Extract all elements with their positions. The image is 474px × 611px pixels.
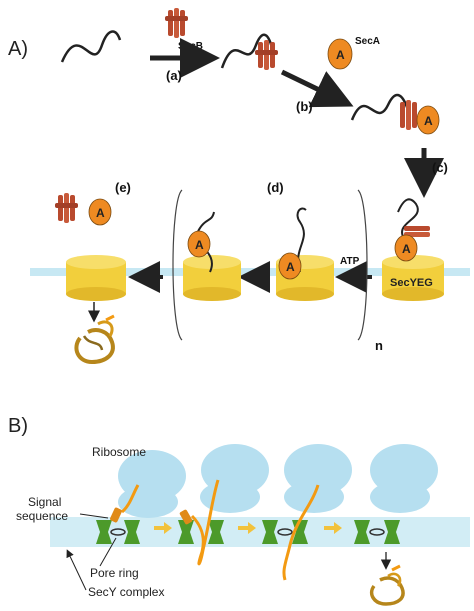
- folded-protein-b: [369, 564, 405, 606]
- secb-bound: [255, 40, 278, 70]
- seca-at-channel: [394, 234, 418, 262]
- step-e-label: (e): [115, 180, 131, 195]
- atp-label: ATP: [340, 256, 360, 267]
- seca-complex-letter: A: [424, 114, 433, 128]
- folded-protein-a: [74, 314, 115, 365]
- preprotein-secb-seca: [350, 93, 410, 121]
- seca-d1: [187, 230, 211, 258]
- repeat-bracket-left: [172, 189, 183, 341]
- secb-complex: [400, 100, 417, 130]
- step-a-label: (a): [166, 68, 182, 83]
- preprotein-d2: [296, 207, 307, 273]
- signal-sequence-1: [110, 507, 122, 523]
- secy-complex-leader: [66, 549, 87, 591]
- pore-ring-4: [369, 528, 385, 536]
- secb-label: SecB: [178, 41, 203, 52]
- secb-tetramer-top: [165, 8, 188, 38]
- ribosome-2: [200, 444, 269, 513]
- arrow-b3: [324, 522, 342, 534]
- secy-complex-2: [178, 520, 224, 544]
- membrane-b: [50, 517, 470, 547]
- nascent-chain-2: [190, 479, 220, 566]
- preprotein-at-channel: [397, 198, 419, 241]
- pore-ring-leader: [99, 537, 117, 567]
- ribosome-label: Ribosome: [92, 445, 146, 459]
- signal-label-line2: sequence: [16, 509, 68, 523]
- ribosome-1: [118, 450, 186, 518]
- secb-released: [55, 193, 78, 223]
- preprotein-d1: [196, 211, 215, 273]
- arrow-b1: [154, 522, 172, 534]
- seca-free: [327, 38, 353, 70]
- arrow-b: [280, 69, 354, 108]
- pore-ring-3: [277, 528, 293, 536]
- seca-at-channel-letter: A: [402, 242, 411, 256]
- secyeg-label: SecYEG: [390, 277, 433, 289]
- repeat-bracket-right: [357, 189, 368, 341]
- signal-leader: [79, 513, 109, 519]
- seca-d1-letter: A: [195, 238, 204, 252]
- nascent-chain-1: [120, 484, 140, 514]
- seca-d2: [278, 252, 302, 280]
- secy-complex-4: [354, 520, 400, 544]
- panel-a-label: A): [8, 38, 28, 60]
- seca-complex: [416, 105, 440, 135]
- secy-complex-1: [96, 520, 140, 544]
- seca-d2-letter: A: [286, 260, 295, 274]
- ribosome-3: [284, 444, 352, 513]
- seca-released: [88, 198, 112, 226]
- nascent-chain-3: [282, 484, 320, 581]
- ribosome-4: [370, 444, 438, 513]
- signal-sequence-2: [179, 509, 193, 525]
- seca-released-letter: A: [96, 206, 105, 220]
- secyeg-channel: [382, 255, 444, 301]
- preprotein-with-secb: [220, 33, 274, 69]
- seca-letter: A: [336, 48, 345, 62]
- step-d-label: (d): [267, 180, 284, 195]
- signal-label-line1: Signal: [28, 495, 61, 509]
- step-c-label: (c): [432, 160, 448, 175]
- repeat-n-label: n: [375, 338, 383, 353]
- pore-ring-label: Pore ring: [90, 566, 139, 580]
- step-b-label: (b): [296, 99, 313, 114]
- arrow-b2: [238, 522, 256, 534]
- seca-label: SecA: [355, 36, 380, 47]
- secy-complex-label: SecY complex: [88, 585, 164, 599]
- pore-ring-1: [110, 528, 126, 536]
- channel-final: [66, 255, 126, 301]
- panel-b-label: B): [8, 415, 28, 437]
- unfolded-preprotein: [60, 30, 122, 63]
